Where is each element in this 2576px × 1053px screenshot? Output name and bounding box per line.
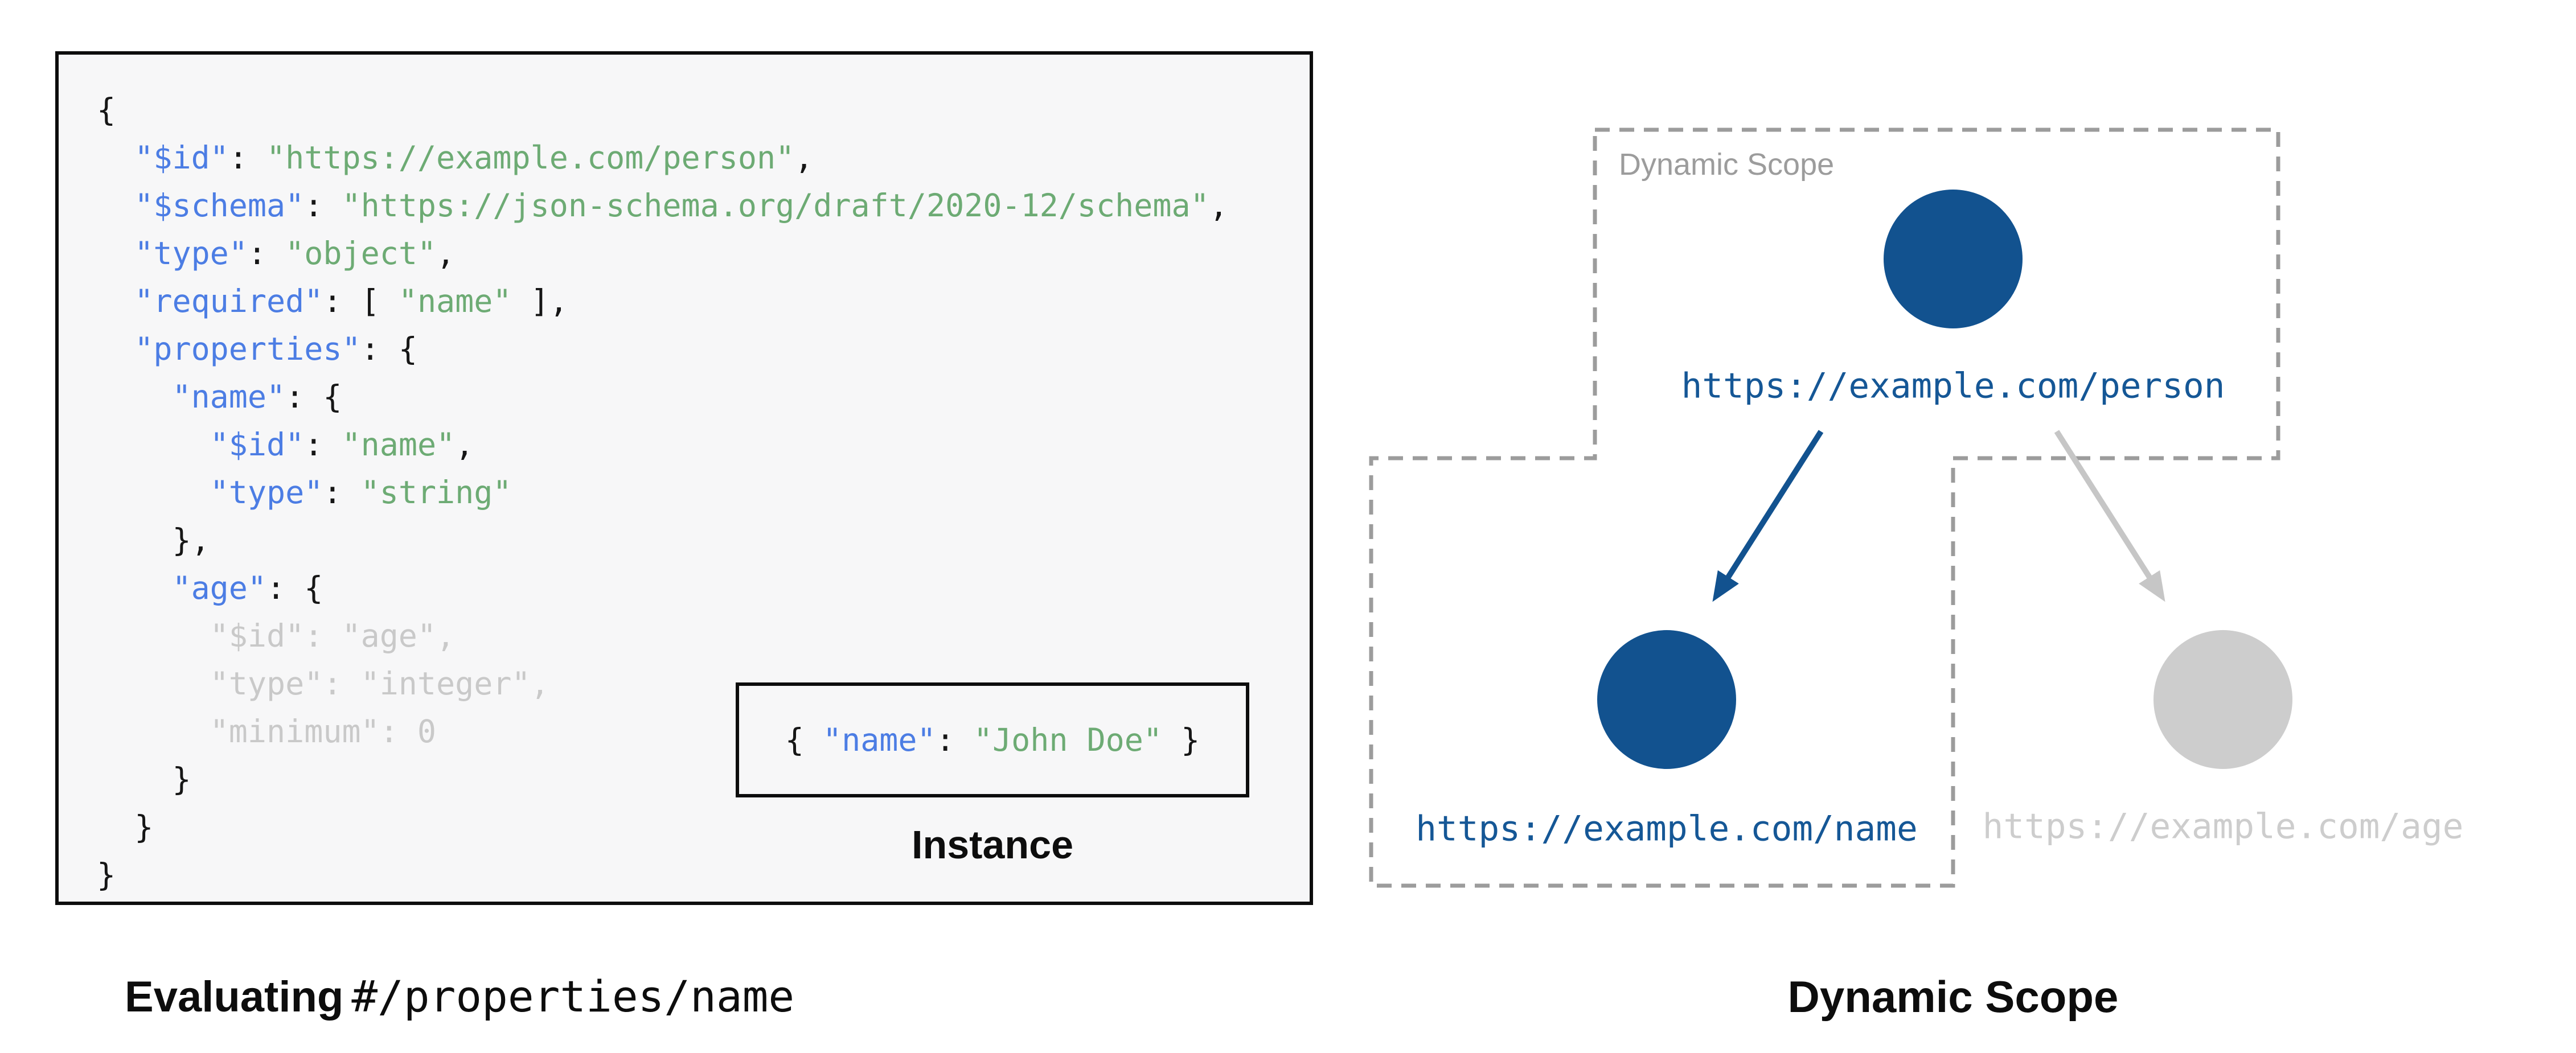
person-node-url: https://example.com/person xyxy=(1681,365,2225,406)
code-line: "$schema": "https://json-schema.org/draf… xyxy=(97,182,1228,229)
code-token: : xyxy=(323,474,361,511)
evaluation-arrow-person-to-name xyxy=(1712,430,1824,602)
code-line: } xyxy=(97,755,1228,803)
code-token xyxy=(97,235,134,272)
code-token: } xyxy=(97,857,116,893)
code-line: "required": [ "name" ], xyxy=(97,277,1228,325)
schema-node-age xyxy=(2153,630,2292,769)
code-line: "type": "string" xyxy=(97,468,1228,516)
code-token: "name" xyxy=(172,379,286,415)
code-token: "name" xyxy=(398,283,512,319)
code-line: "$id": "https://example.com/person", xyxy=(97,134,1228,182)
code-token: "minimum": 0 xyxy=(97,713,437,750)
code-line: "minimum": 0 xyxy=(97,708,1228,755)
code-token: : xyxy=(304,426,342,463)
code-token: "John Doe" xyxy=(973,722,1163,758)
code-token xyxy=(97,283,134,319)
code-line: }, xyxy=(97,516,1228,564)
dynamic-scope-region-outline xyxy=(1369,127,2280,888)
code-token: { xyxy=(785,722,823,758)
code-token: "object" xyxy=(285,235,437,272)
code-token xyxy=(97,379,172,415)
code-token: ], xyxy=(511,283,568,319)
code-line: "age": { xyxy=(97,564,1228,612)
code-token: "string" xyxy=(360,474,512,511)
code-token xyxy=(97,139,134,176)
code-token: : xyxy=(247,235,286,272)
code-token: : { xyxy=(285,379,342,415)
code-line: } xyxy=(97,851,1228,899)
age-node-url: https://example.com/age xyxy=(1982,806,2464,847)
code-token: : xyxy=(304,187,342,224)
code-token xyxy=(97,474,210,511)
dynamic-scope-region-label: Dynamic Scope xyxy=(1619,147,1835,182)
code-line: "type": "object", xyxy=(97,229,1228,277)
code-token: "required" xyxy=(134,283,323,319)
code-token: : { xyxy=(360,331,417,367)
code-token: "type" xyxy=(134,235,248,272)
instance-box: { "name": "John Doe" } xyxy=(736,682,1249,797)
code-line: { xyxy=(97,86,1228,134)
code-token: "name" xyxy=(822,722,936,758)
code-token: "$schema" xyxy=(134,187,305,224)
code-line: } xyxy=(97,803,1228,851)
code-token: } xyxy=(97,761,191,797)
code-token: , xyxy=(455,426,474,463)
code-token: , xyxy=(1209,187,1228,224)
code-token: "type": "integer", xyxy=(97,665,549,702)
schema-code-panel: { "$id": "https://example.com/person", "… xyxy=(55,51,1313,905)
code-line: "type": "integer", xyxy=(97,660,1228,708)
instance-label: Instance xyxy=(912,822,1073,867)
code-token: "https://json-schema.org/draft/2020-12/s… xyxy=(342,187,1209,224)
code-token xyxy=(97,331,134,367)
code-token xyxy=(97,570,172,606)
left-caption: Evaluating#/properties/name xyxy=(125,971,794,1022)
inactive-arrow-person-to-age xyxy=(2054,430,2165,602)
code-token: "properties" xyxy=(134,331,361,367)
code-token: , xyxy=(436,235,456,272)
code-line: "$id": "age", xyxy=(97,612,1228,660)
code-token: { xyxy=(97,92,116,128)
code-token: "type" xyxy=(210,474,323,511)
code-token: "age" xyxy=(172,570,267,606)
code-line: "name": { xyxy=(97,373,1228,421)
code-token: "$id": "age", xyxy=(97,618,456,654)
schema-code: { "$id": "https://example.com/person", "… xyxy=(97,86,1228,899)
code-token: : xyxy=(936,722,974,758)
code-token: }, xyxy=(97,522,210,558)
code-token: } xyxy=(1162,722,1200,758)
schema-node-name xyxy=(1597,630,1736,769)
code-token: "$id" xyxy=(134,139,229,176)
code-token xyxy=(97,426,210,463)
code-line: "$id": "name", xyxy=(97,421,1228,468)
code-token: : [ xyxy=(323,283,399,319)
left-caption-bold: Evaluating xyxy=(125,973,344,1021)
right-caption: Dynamic Scope xyxy=(1787,972,2119,1022)
code-token: "$id" xyxy=(210,426,305,463)
code-token: "https://example.com/person" xyxy=(266,139,795,176)
code-token: } xyxy=(97,809,154,845)
code-line: "properties": { xyxy=(97,325,1228,373)
code-token: : xyxy=(228,139,267,176)
name-node-url: https://example.com/name xyxy=(1416,808,1918,849)
schema-node-person xyxy=(1884,190,2023,328)
code-token: "name" xyxy=(342,426,456,463)
code-token xyxy=(97,187,134,224)
left-caption-pointer: #/properties/name xyxy=(351,971,795,1022)
code-token: : { xyxy=(266,570,323,606)
code-token: , xyxy=(794,139,814,176)
instance-code: { "name": "John Doe" } xyxy=(785,722,1200,758)
